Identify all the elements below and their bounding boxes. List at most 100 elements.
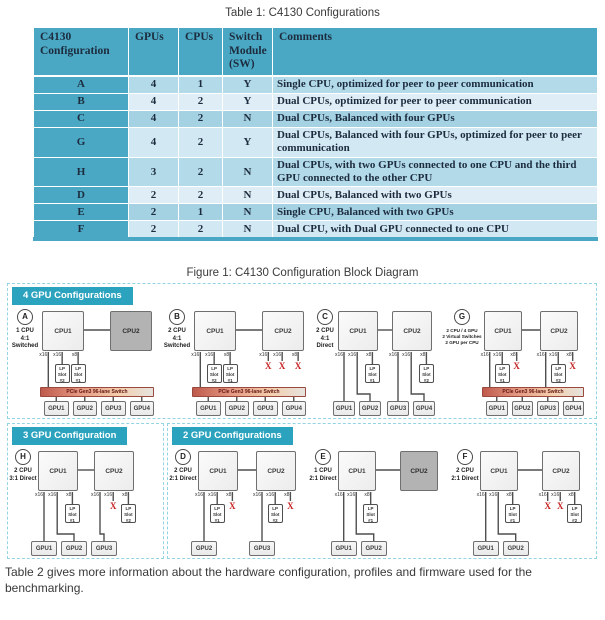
port-label: x8 [71, 351, 78, 358]
gpu-box: GPU3 [91, 541, 117, 557]
gpu-box: GPU3 [537, 401, 559, 417]
port-label: x16 [39, 351, 48, 358]
port-label: x16 [259, 351, 268, 358]
connection-lines [203, 469, 292, 542]
port-label: x16 [348, 351, 357, 358]
config-letter-badge: A [17, 309, 33, 326]
section-banner: 3 GPU Configuration [12, 427, 128, 446]
cpu-box: CPU2 [256, 451, 296, 492]
port-label: x16 [538, 491, 547, 498]
x-mark-icon: X [569, 361, 576, 372]
port-label: x16 [48, 491, 57, 498]
port-label: x16 [194, 491, 203, 498]
cpus-cell: 1 [178, 203, 223, 222]
x-mark-icon: X [287, 501, 294, 512]
config-letter-badge: C [317, 309, 333, 326]
connection-lines [43, 469, 130, 542]
cpu-box: CPU2 [542, 451, 580, 492]
switch-module-cell: N [222, 186, 273, 205]
body-text: Table 2 gives more information about the… [5, 565, 532, 595]
gpus-cell: 4 [128, 75, 179, 94]
switch-module-cell: N [222, 220, 273, 240]
gpu-box: GPU2 [360, 541, 387, 557]
port-label: x16 [90, 491, 99, 498]
cpus-cell: 2 [178, 220, 223, 240]
port-label: x16 [551, 491, 560, 498]
section-banner: 2 GPU Configurations [172, 427, 293, 446]
config-letter-cell: E [33, 203, 129, 222]
cpus-cell: 1 [178, 75, 223, 94]
connection-lines [489, 329, 574, 402]
switch-module-cell: Y [222, 75, 273, 94]
x-mark-icon: X [265, 361, 272, 372]
gpu-box: GPU1 [333, 401, 355, 417]
port-label: x8 [366, 351, 372, 358]
switch-module-cell: Y [222, 92, 273, 111]
gpu-box: GPU4 [562, 401, 584, 417]
cpu-box: CPU1 [480, 451, 518, 492]
port-label: x8 [420, 351, 426, 358]
port-label: x16 [536, 351, 545, 358]
gpu-box: GPU2 [359, 401, 381, 417]
port-label: x8 [364, 491, 370, 498]
port-label: x16 [480, 351, 489, 358]
comments-cell: Dual CPUs, Balanced with four GPUs [272, 109, 598, 128]
port-label: x16 [334, 491, 343, 498]
cpu-box: CPU2 [262, 311, 304, 352]
cpus-cell: 2 [178, 109, 223, 128]
port-label: x8 [566, 351, 572, 358]
config-letter-cell: C [33, 109, 129, 128]
gpu-box: GPU1 [486, 401, 508, 417]
port-label: x8 [510, 351, 516, 358]
port-label: x16 [549, 351, 558, 358]
gpus-cell: 4 [128, 109, 179, 128]
config-letter-cell: H [33, 156, 129, 188]
x-mark-icon: X [544, 501, 551, 512]
connection-lines [199, 329, 299, 402]
cpus-cell: 2 [178, 186, 223, 205]
gpus-cell: 2 [128, 203, 179, 222]
cpu-box: CPU2 [400, 451, 438, 492]
gpus-cell: 4 [128, 92, 179, 111]
gpu-box: GPU3 [253, 401, 278, 417]
switch-module-cell: Y [222, 126, 273, 158]
gpus-cell: 2 [128, 186, 179, 205]
cpu-box: CPU1 [484, 311, 522, 352]
x-mark-icon: X [278, 361, 286, 372]
gpu-box: GPU2 [72, 401, 97, 417]
x-mark-icon: X [109, 501, 117, 512]
gpu-box: GPU2 [224, 401, 249, 417]
gpus-cell: 3 [128, 156, 179, 188]
port-label: x16 [53, 351, 62, 358]
port-label: x16 [273, 351, 282, 358]
connection-lines [47, 329, 143, 402]
column-header: GPUs [128, 26, 179, 77]
gpu-box: GPU1 [330, 541, 357, 557]
x-mark-icon: X [556, 501, 564, 512]
